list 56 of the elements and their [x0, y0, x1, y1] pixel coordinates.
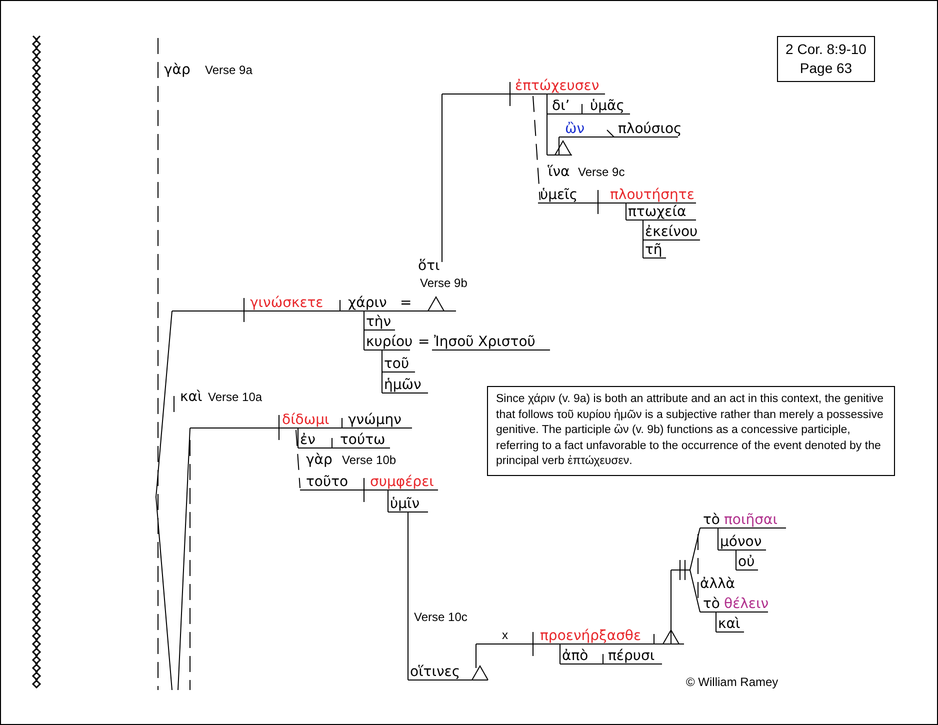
- verse-label: Verse 10a: [208, 389, 262, 405]
- verse-label: Verse 9a: [205, 62, 252, 78]
- greek-word: τούτω: [340, 432, 386, 448]
- greek-word: ἡμῶν: [384, 377, 422, 393]
- greek-word: τοῦτο: [306, 474, 348, 490]
- reference-text: 2 Cor. 8:9-10: [784, 40, 868, 59]
- greek-word: γινώσκετε: [250, 295, 324, 311]
- greek-word: =: [400, 295, 412, 311]
- greek-word: ἵνα: [548, 164, 570, 180]
- greek-word: γὰρ: [164, 62, 190, 78]
- greek-word: ἀλλὰ: [700, 576, 736, 592]
- verse-label: Verse 10c: [414, 609, 468, 625]
- reference-box: [777, 36, 875, 82]
- greek-word: τῆ: [645, 242, 662, 258]
- greek-word: ἀπὸ: [562, 648, 588, 664]
- greek-word: καὶ: [180, 389, 202, 405]
- greek-word: τὴν: [366, 314, 392, 330]
- greek-word: ἐπτώχευσεν: [515, 78, 600, 94]
- greek-word: ὑμῖν: [390, 496, 420, 512]
- verse-label: Verse 10b: [342, 452, 396, 468]
- greek-word: προενήρξασθε: [540, 628, 642, 644]
- greek-word: ὑμεῖς: [540, 187, 578, 203]
- greek-word: οὐ: [738, 554, 755, 570]
- greek-word: κυρίου: [366, 334, 413, 350]
- greek-word: ὅτι: [418, 258, 440, 274]
- greek-word: ὢν: [565, 121, 585, 137]
- note-box: [487, 386, 895, 476]
- greek-word: χάριν: [348, 295, 387, 311]
- greek-word: πλουτήσητε: [610, 187, 694, 203]
- ellipsis-marker: x: [502, 627, 508, 643]
- greek-word: γνώμην: [348, 412, 402, 428]
- greek-word: =: [418, 334, 430, 350]
- greek-word: ποιῆσαι: [724, 512, 778, 528]
- reference-text: Page 63: [798, 58, 854, 78]
- verse-label: Verse 9b: [420, 275, 468, 291]
- greek-word: πλούσιος: [618, 121, 682, 137]
- greek-word: οἵτινες: [410, 664, 460, 680]
- note-text: Since χάριν (v. 9a) is both an attribute and an act in this context, the genitive that follows τοῦ κυρίου ἡμῶν is a subjective rather than merely a possessive genitive. The participle ὢν (v. 9b) functions as a concessive participle, referring to a fact unfavorable to the occurrence of the event denoted by the principal verb ἐπτώχευσεν.: [496, 392, 885, 470]
- greek-word: καὶ: [718, 616, 740, 632]
- greek-word: δίδωμι: [282, 412, 330, 428]
- greek-word: μόνον: [720, 534, 762, 550]
- greek-word: πτωχεία: [628, 204, 686, 220]
- copyright-note: © William Ramey: [686, 674, 778, 690]
- greek-word: συμφέρει: [370, 474, 434, 490]
- greek-word: θέλειν: [724, 596, 769, 612]
- greek-word: πέρυσι: [608, 648, 655, 664]
- greek-word: ἐν: [300, 432, 316, 448]
- greek-word: τὸ: [703, 512, 720, 528]
- greek-word: τὸ: [703, 596, 720, 612]
- greek-word: γὰρ: [306, 452, 332, 468]
- verse-label: Verse 9c: [578, 164, 625, 180]
- greek-word: τοῦ: [384, 356, 410, 372]
- greek-word: δι’: [552, 98, 570, 114]
- greek-word: ὑμᾶς: [590, 98, 624, 114]
- greek-word: ἐκείνου: [645, 224, 698, 240]
- greek-word: Ἰησοῦ Χριστοῦ: [434, 334, 536, 350]
